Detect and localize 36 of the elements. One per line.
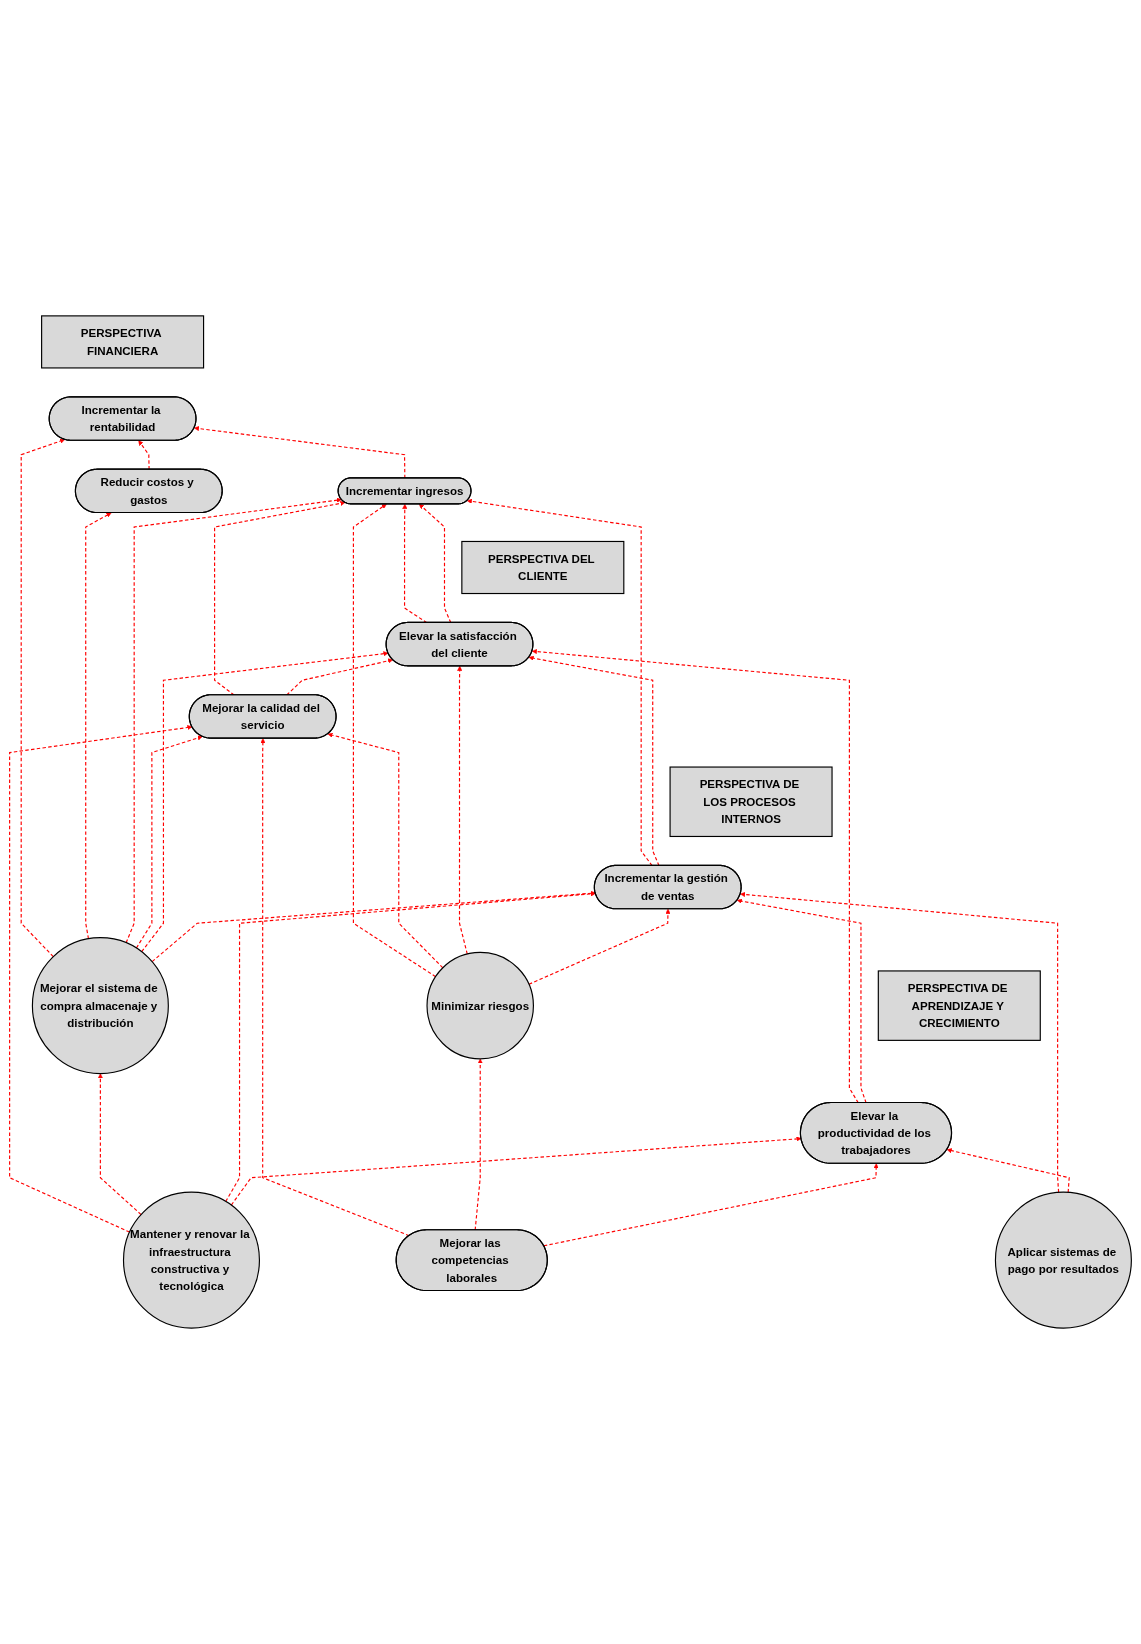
arrow — [138, 440, 150, 471]
node-box: PERSPECTIVA DEL CLIENTE — [461, 540, 625, 595]
arrow — [9, 725, 193, 1233]
arrow — [135, 735, 203, 949]
node-circle: Minimizar riesgos — [426, 951, 534, 1060]
arrow — [474, 1058, 483, 1231]
node-box: PERSPECTIVA FINANCIERA — [41, 315, 205, 369]
arrow — [457, 665, 468, 955]
arrow — [466, 498, 653, 867]
node-box: PERSPECTIVA DE APRENDIZAJE Y CRECIMIENTO — [877, 970, 1041, 1041]
arrow — [402, 503, 428, 624]
arrow — [531, 649, 859, 1104]
arrow — [230, 1136, 802, 1206]
node-circle: Aplicar sistemas de pago por resultados — [994, 1191, 1132, 1329]
arrow — [528, 908, 671, 985]
arrow — [85, 512, 112, 940]
arrow — [260, 738, 410, 1237]
arrow — [141, 651, 389, 953]
arrow — [20, 438, 65, 958]
arrow — [125, 497, 342, 944]
arrow — [946, 1148, 1070, 1193]
arrow — [214, 500, 346, 696]
arrow — [194, 426, 406, 479]
node-box: PERSPECTIVA DE LOS PROCESOS INTERNOS — [669, 766, 833, 838]
arrow — [419, 503, 452, 624]
arrow — [225, 891, 596, 1203]
arrow — [327, 732, 444, 969]
arrow — [736, 898, 867, 1104]
arrow — [528, 655, 660, 867]
arrow — [352, 503, 437, 978]
arrow — [286, 658, 394, 696]
arrow — [740, 891, 1060, 1193]
node-circle: Mantener y renovar la infraestructura constructiva y tecnológica — [122, 1191, 260, 1329]
arrow — [543, 1163, 879, 1247]
node-circle: Mejorar el sistema de compra almacenaje y distribución — [31, 937, 169, 1075]
arrow — [97, 1073, 142, 1216]
